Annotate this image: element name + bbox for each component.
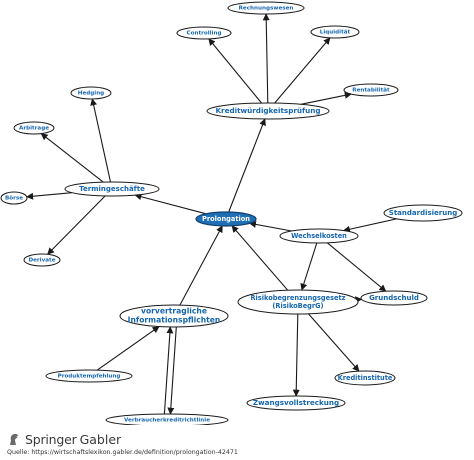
node-shape <box>246 395 346 411</box>
edge-kreditwuerdigkeitspruefung-to-liquiditaet <box>274 37 331 104</box>
node-label: Grundschuld <box>369 294 419 302</box>
node-label: vorvertragliche <box>141 307 207 316</box>
node-label: Zwangsvollstreckung <box>253 398 339 407</box>
edge-risikobegrenzungsgesetz-to-kreditinstitute <box>307 313 360 372</box>
springer-gabler-logo: Springer Gabler <box>7 430 238 448</box>
brand-springer: Springer <box>25 431 77 447</box>
node-label: Risikobegrenzungsgesetz <box>250 294 345 302</box>
edge-kreditwuerdigkeitspruefung-to-rechnungswesen <box>262 13 270 104</box>
node-label: Termingeschäfte <box>79 185 145 193</box>
brand-gabler: Gabler <box>79 431 122 447</box>
node-rechnungswesen[interactable]: Rechnungswesen <box>227 1 305 15</box>
edge-termingeschaefte-to-arbitrage <box>40 133 104 183</box>
node-risikobegrenzungsgesetz[interactable]: Risikobegrenzungsgesetz(RisikoBegrG) <box>237 289 359 315</box>
node-hedging[interactable]: Hedging <box>70 86 112 100</box>
node-shape <box>227 1 305 15</box>
node-label: Prolongation <box>202 215 250 223</box>
node-wechselkosten[interactable]: Wechselkosten <box>279 228 359 244</box>
edge-wechselkosten-to-prolongation <box>248 220 292 232</box>
node-prolongation[interactable]: Prolongation <box>195 211 257 227</box>
node-label: Verbraucherkreditrichtlinie <box>124 418 210 424</box>
edge-risikobegrenzungsgesetz-to-zwangsvollstreckung <box>292 313 300 397</box>
node-shape <box>119 304 229 328</box>
node-shape <box>70 86 112 100</box>
node-layer: Prolongation Kreditwürdigkeitsprüfung Rech… <box>0 1 463 425</box>
node-label: (RisikoBegrG) <box>272 302 323 310</box>
node-shape <box>279 228 359 244</box>
node-label: Hedging <box>78 91 104 97</box>
edge-termingeschaefte-to-boerse <box>26 192 73 200</box>
edge-termingeschaefte-to-derivate <box>47 195 106 255</box>
node-shape <box>195 211 257 227</box>
node-label: Standardisierung <box>389 209 457 217</box>
edge-wechselkosten-to-risikobegrenzungsgesetz <box>300 242 318 291</box>
edge-kreditwuerdigkeitspruefung-to-rentabilitaet <box>300 91 352 105</box>
node-derivate[interactable]: Derivate <box>23 253 61 267</box>
node-shape <box>343 83 399 97</box>
node-label: Derivate <box>28 258 55 264</box>
node-boerse[interactable]: Börse <box>0 191 28 205</box>
source-citation: Quelle: https://wirtschaftslexikon.gable… <box>7 449 238 456</box>
edge-prolongation-to-termingeschaefte <box>134 193 207 215</box>
node-shape <box>383 204 463 222</box>
node-grundschuld[interactable]: Grundschuld <box>360 290 428 306</box>
node-shape <box>105 413 229 425</box>
node-rentabilitaet[interactable]: Rentabilität <box>343 83 399 97</box>
node-zwangsvollstreckung[interactable]: Zwangsvollstreckung <box>246 395 346 411</box>
edge-verbraucherkreditrichtlinie-to-vorvertragliche_informationspflichten <box>163 326 174 415</box>
node-label: Rentabilität <box>352 88 390 94</box>
node-arbitrage[interactable]: Arbitrage <box>13 121 55 135</box>
node-label: Börse <box>5 196 23 202</box>
node-shape <box>64 181 160 197</box>
edge-standardisierung-to-wechselkosten <box>342 218 397 233</box>
node-shape <box>334 370 396 386</box>
node-controlling[interactable]: Controlling <box>176 26 232 40</box>
edge-vorvertragliche_informationspflichten-to-prolongation <box>179 225 223 306</box>
node-verbraucherkreditrichtlinie[interactable]: Verbraucherkreditrichtlinie <box>105 413 229 425</box>
node-label: Controlling <box>187 31 222 37</box>
node-label: Rechnungswesen <box>239 6 294 12</box>
node-kreditinstitute[interactable]: Kreditinstitute <box>334 370 396 386</box>
node-shape <box>310 25 360 39</box>
node-label: Wechselkosten <box>291 232 347 240</box>
node-shape <box>45 369 133 383</box>
springer-horse-icon <box>10 433 18 445</box>
edge-vorvertragliche_informationspflichten-to-verbraucherkreditrichtlinie <box>167 326 177 415</box>
node-label: Kreditwürdigkeitsprüfung <box>215 106 320 115</box>
node-shape <box>23 253 61 267</box>
edge-layer <box>26 13 397 415</box>
node-liquiditaet[interactable]: Liquidität <box>310 25 360 39</box>
concept-map: Prolongation Kreditwürdigkeitsprüfung Rech… <box>0 1 463 425</box>
node-shape <box>206 102 330 120</box>
node-shape <box>360 290 428 306</box>
node-standardisierung[interactable]: Standardisierung <box>383 204 463 222</box>
edge-prolongation-to-kreditwuerdigkeitspruefung <box>228 118 266 213</box>
edge-produktempfehlung-to-vorvertragliche_informationspflichten <box>96 326 160 371</box>
node-shape <box>13 121 55 135</box>
node-shape <box>0 191 28 205</box>
edge-kreditwuerdigkeitspruefung-to-controlling <box>208 38 262 104</box>
node-label: Liquidität <box>320 30 351 36</box>
node-termingeschaefte[interactable]: Termingeschäfte <box>64 181 160 197</box>
node-kreditwuerdigkeitspruefung[interactable]: Kreditwürdigkeitsprüfung <box>206 102 330 120</box>
node-label: Kreditinstitute <box>338 374 393 382</box>
edge-wechselkosten-to-grundschuld <box>326 242 387 292</box>
node-label: Produktempfehlung <box>58 374 121 380</box>
edge-risikobegrenzungsgesetz-to-prolongation <box>231 225 289 291</box>
node-shape <box>176 26 232 40</box>
node-label: Informationspflichten <box>128 315 221 324</box>
node-produktempfehlung[interactable]: Produktempfehlung <box>45 369 133 383</box>
node-label: Arbitrage <box>19 126 49 132</box>
node-shape <box>237 289 359 315</box>
edge-termingeschaefte-to-hedging <box>90 98 112 183</box>
footer: Springer Gabler Quelle: https://wirtscha… <box>7 430 238 457</box>
